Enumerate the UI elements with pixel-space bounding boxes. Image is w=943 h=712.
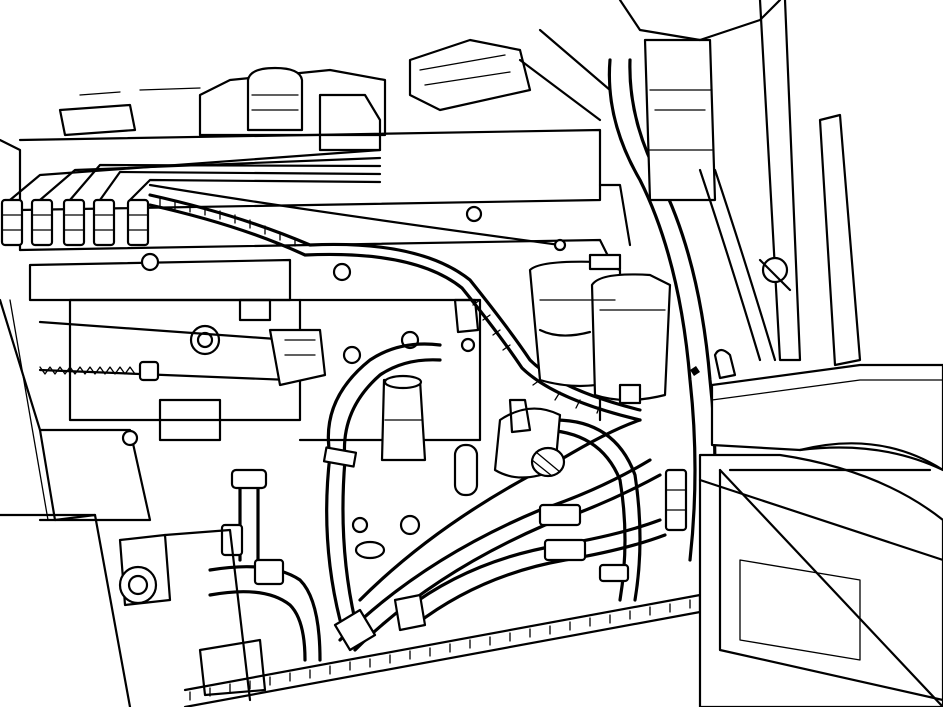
- misc-brackets: [453, 183, 737, 434]
- fuel-filters: [528, 253, 672, 405]
- right-vertical-hoses: [607, 0, 862, 562]
- upper-engine-block: [58, 28, 612, 152]
- throttle-cable: [38, 320, 327, 387]
- injector-fittings: [0, 198, 150, 247]
- lower-left-pipes: [118, 468, 322, 702]
- lower-hoses: [322, 342, 688, 652]
- fuel-injector-lines: [0, 128, 602, 247]
- battery-box: [698, 363, 943, 709]
